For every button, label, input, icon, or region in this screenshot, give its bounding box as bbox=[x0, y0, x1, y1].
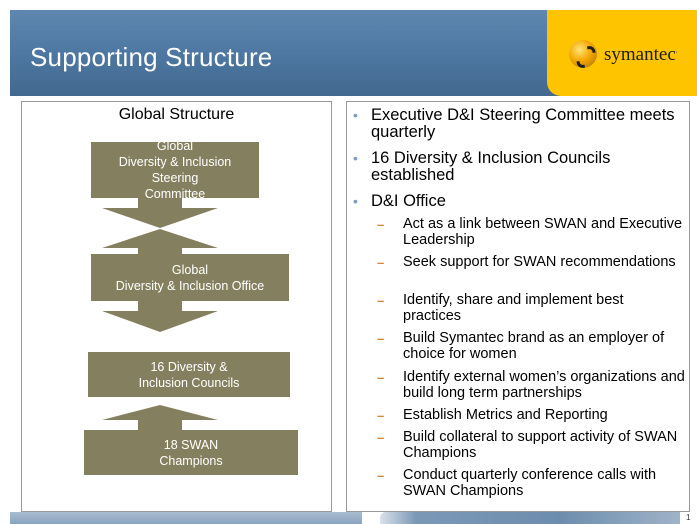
bullet-icon: • bbox=[353, 193, 358, 209]
box-line: Champions bbox=[159, 453, 223, 468]
bullet-item: • D&I Office bbox=[353, 192, 446, 210]
footer-bar-right bbox=[380, 512, 680, 524]
sub-bullet-item: – Conduct quarterly conference calls wit… bbox=[377, 467, 657, 499]
bullet-item: • 16 Diversity & Inclusion Councils esta… bbox=[353, 149, 611, 184]
sub-bullet-item: – Build Symantec brand as an employer of… bbox=[377, 330, 665, 362]
flow-arrows bbox=[102, 198, 218, 430]
dash-icon: – bbox=[377, 370, 385, 385]
dash-icon: – bbox=[377, 217, 385, 232]
arrow-down-1 bbox=[102, 198, 218, 228]
sub-bullet-item: – Seek support for SWAN recommendations bbox=[377, 254, 676, 270]
sub-bullet-item: – Establish Metrics and Reporting bbox=[377, 407, 608, 423]
dash-icon: – bbox=[377, 255, 385, 270]
brand-name: symantec bbox=[604, 44, 676, 65]
sub-bullet-item: – Identify external women’s organization… bbox=[377, 369, 685, 401]
arrow-up-1 bbox=[102, 229, 218, 254]
box-line: Diversity & Inclusion Steering bbox=[118, 155, 232, 185]
dash-icon: – bbox=[377, 468, 385, 483]
symantec-logo: symantec. bbox=[547, 10, 697, 96]
panel-title: Global Structure bbox=[118, 106, 235, 123]
dash-icon: – bbox=[377, 408, 385, 423]
box-line: 18 SWAN bbox=[163, 437, 219, 452]
footer-bar-left bbox=[10, 512, 362, 524]
sub-bullet-item: – Build collateral to support activity o… bbox=[377, 429, 678, 461]
sub-bullet-item: – Identify, share and implement best pra… bbox=[377, 292, 624, 324]
bullet-item: • Executive D&I Steering Committee meets… bbox=[353, 106, 675, 141]
box-line: Global bbox=[156, 139, 194, 153]
box-line: Global bbox=[171, 262, 209, 277]
bullet-icon: • bbox=[353, 107, 358, 123]
box-line: Committee bbox=[144, 187, 206, 201]
swan-champions-box: 18 SWAN Champions bbox=[84, 430, 298, 475]
arrow-down-2 bbox=[102, 301, 218, 332]
page-number: 1 bbox=[686, 513, 691, 522]
box-line: 16 Diversity & bbox=[150, 359, 228, 374]
symantec-logo-icon bbox=[569, 40, 597, 68]
inclusion-office-box: Global Diversity & Inclusion Office bbox=[91, 254, 289, 301]
slide-title: Supporting Structure bbox=[30, 42, 273, 72]
sub-bullet-item: – Act as a link between SWAN and Executi… bbox=[377, 216, 683, 248]
bullet-icon: • bbox=[353, 150, 358, 166]
global-structure-panel: Global Structure Global Diversity & Incl… bbox=[21, 101, 332, 512]
top-strip bbox=[0, 0, 697, 10]
dash-icon: – bbox=[377, 331, 385, 346]
arrow-up-2 bbox=[102, 405, 218, 430]
brand-mark: . bbox=[675, 46, 678, 55]
inclusion-councils-box: 16 Diversity & Inclusion Councils bbox=[88, 352, 290, 397]
box-line: Inclusion Councils bbox=[138, 375, 240, 390]
dash-icon: – bbox=[377, 430, 385, 445]
details-panel: • Executive D&I Steering Committee meets… bbox=[346, 101, 690, 512]
steering-committee-box: Global Diversity & Inclusion Steering Co… bbox=[91, 139, 259, 201]
box-line: Diversity & Inclusion Office bbox=[115, 278, 265, 293]
dash-icon: – bbox=[377, 293, 385, 308]
